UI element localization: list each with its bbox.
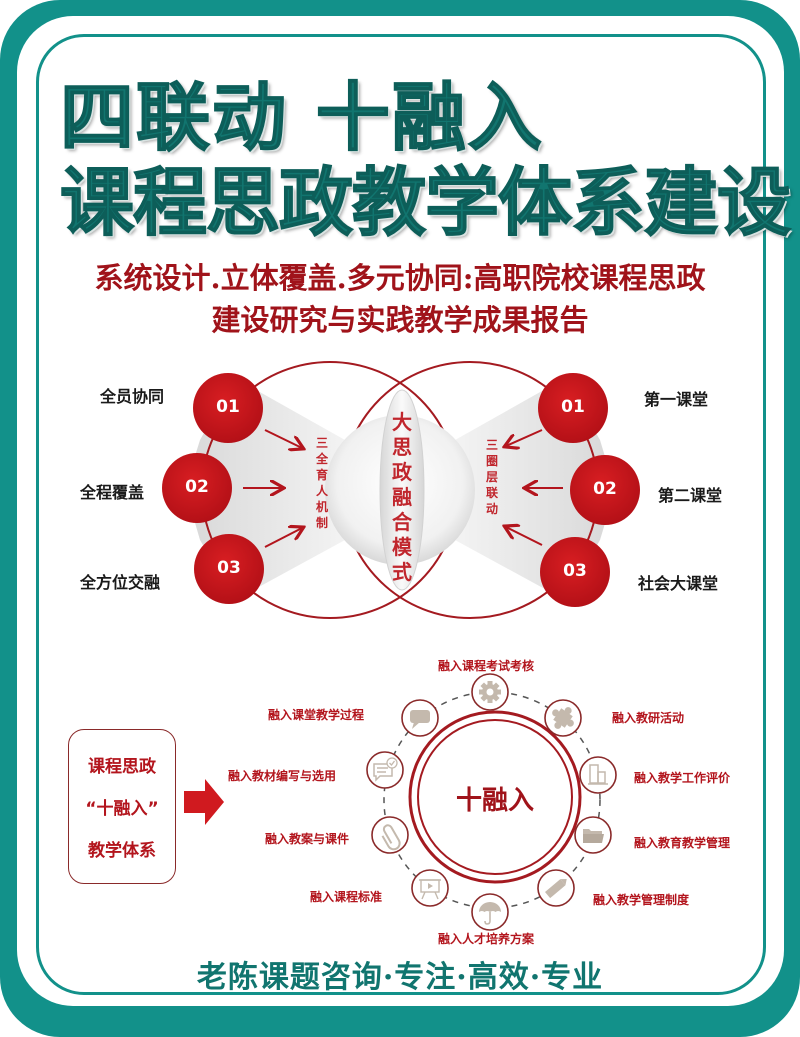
right-number-03: 03 [563,561,587,581]
left-item-label-02: 全程覆盖 [80,483,145,502]
chat-bubble-icon [410,710,430,729]
right-item-label-01: 第一课堂 [644,390,709,409]
page-title-line1: 四联动 十融入 [59,74,544,162]
message-check-icon [373,757,398,782]
arrow-right-01 [506,429,543,446]
puzzle-icon [552,707,574,729]
pencil-icon [545,879,567,899]
right-ball-02 [570,455,640,525]
left-ball-03 [194,534,264,604]
umbrella-icon [479,902,501,925]
left-number-03: 03 [217,558,241,578]
integration-label-classroom: 融入课堂教学过程 [268,708,365,722]
left-ball-01 [193,373,263,443]
system-box-line1: 课程思政 [88,757,156,778]
right-ball-03 [540,537,610,607]
integration-label-research: 融入教研活动 [612,711,685,725]
system-box-line2: “十融入” [85,798,159,819]
paperclip-icon [381,824,401,851]
arrow-left-03 [264,528,302,548]
integration-label-course-standard: 融入课程标准 [310,890,383,904]
center-fusion-label: 大思政融合模式 [392,410,412,584]
integration-label-evaluation: 融入教学工作评价 [634,771,731,785]
left-number-01: 01 [216,397,240,417]
integration-label-exam: 融入课程考试考核 [438,659,535,673]
arrow-left-01 [264,429,302,448]
arrow-right-03 [506,527,543,546]
subtitle-line2: 建设研究与实践教学成果报告 [211,303,589,337]
integration-label-lesson-plans: 融入教案与课件 [265,832,350,846]
right-number-01: 01 [561,397,585,417]
right-ball-01 [538,373,608,443]
right-item-label-02: 第二课堂 [658,486,723,505]
bar-chart-icon [588,764,608,785]
left-mechanism-label: 三全育人机制 [315,436,328,530]
left-number-02: 02 [185,477,209,497]
right-mechanism-label: 三圈层联动 [485,438,498,516]
page-title-line2: 课程思政教学体系建设 [59,159,792,247]
ten-integration-center-label: 十融入 [455,786,534,816]
center-lens [379,389,425,591]
integration-label-regulations: 融入教学管理制度 [593,893,690,907]
folder-icon [583,829,604,843]
integration-label-training-plan: 融入人才培养方案 [438,932,535,946]
system-box: 课程思政 “十融入” 教学体系 [68,729,176,884]
red-right-arrow [184,779,224,825]
right-number-02: 02 [593,479,617,499]
presentation-board-icon [419,879,441,900]
center-outer-circle [408,710,582,884]
left-item-label-03: 全方位交融 [80,573,161,592]
right-item-label-03: 社会大课堂 [638,574,719,593]
center-inner-circle [417,719,573,875]
gear-icon [479,681,501,703]
integration-label-textbooks: 融入教材编写与选用 [228,769,337,783]
integration-label-management: 融入教育教学管理 [634,836,731,850]
left-item-label-01: 全员协同 [100,387,165,406]
system-box-line3: 教学体系 [88,840,156,861]
subtitle-line1: 系统设计.立体覆盖.多元协同:高职院校课程思政 [94,261,706,295]
left-ball-02 [162,453,232,523]
footer-slogan: 老陈课题咨询·专注·高效·专业 [196,960,604,995]
